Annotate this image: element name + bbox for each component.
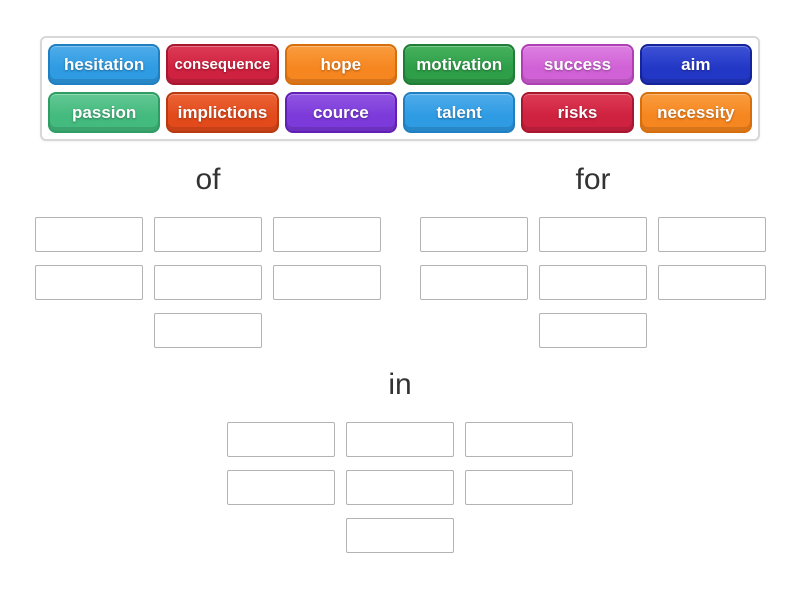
group-for-slots — [420, 217, 766, 348]
word-tile-label: consequence — [174, 56, 271, 73]
group-label-for: for — [575, 163, 611, 196]
slot-row — [35, 217, 381, 252]
drop-slot-in[interactable] — [465, 422, 573, 457]
word-tile-label: motivation — [416, 54, 503, 74]
slot-row — [154, 313, 262, 348]
drop-slot-for[interactable] — [658, 217, 766, 252]
group-in: in — [227, 365, 573, 553]
drop-slot-of[interactable] — [35, 265, 143, 300]
slot-row — [35, 265, 381, 300]
group-label-of: of — [195, 163, 221, 196]
drop-slot-in[interactable] — [227, 470, 335, 505]
group-for: for — [420, 160, 766, 348]
word-tile-talent[interactable]: talent — [403, 92, 516, 133]
word-tile-label: cource — [312, 102, 369, 122]
drop-slot-for[interactable] — [539, 265, 647, 300]
word-tile-label: implictions — [177, 102, 268, 122]
drop-slot-for[interactable] — [420, 217, 528, 252]
drop-slot-of[interactable] — [154, 265, 262, 300]
drop-slot-of[interactable] — [154, 313, 262, 348]
group-in-slots — [227, 422, 573, 553]
word-tile-motivation[interactable]: motivation — [403, 44, 516, 85]
word-tile-label: hope — [320, 54, 362, 74]
slot-row — [539, 313, 647, 348]
slot-row — [420, 265, 766, 300]
drop-slot-in[interactable] — [346, 518, 454, 553]
word-tile-label: aim — [681, 54, 711, 74]
word-tile-tray: hesitation consequence hope motivation succe… — [40, 36, 760, 141]
word-tile-cource[interactable]: cource — [284, 92, 397, 133]
drop-slot-in[interactable] — [465, 470, 573, 505]
slot-row — [420, 217, 766, 252]
word-tile-necessity[interactable]: necessity — [639, 92, 752, 133]
word-tile-label: talent — [436, 102, 482, 122]
group-of: of — [35, 160, 381, 348]
word-tile-risks[interactable]: risks — [521, 92, 634, 133]
word-tile-aim[interactable]: aim — [639, 44, 752, 85]
drop-slot-for[interactable] — [420, 265, 528, 300]
drop-slot-of[interactable] — [35, 217, 143, 252]
drop-slot-for[interactable] — [539, 313, 647, 348]
slot-row — [227, 422, 573, 457]
drop-slot-of[interactable] — [154, 217, 262, 252]
word-tile-success[interactable]: success — [521, 44, 634, 85]
word-tile-hesitation[interactable]: hesitation — [48, 44, 161, 85]
word-tile-label: success — [543, 54, 612, 74]
group-label-in: in — [388, 368, 412, 401]
drop-slot-of[interactable] — [273, 265, 381, 300]
drop-slot-of[interactable] — [273, 217, 381, 252]
drop-slot-in[interactable] — [227, 422, 335, 457]
group-of-slots — [35, 217, 381, 348]
word-tile-implictions[interactable]: implictions — [166, 92, 279, 133]
word-tile-hope[interactable]: hope — [284, 44, 397, 85]
slot-row — [346, 518, 454, 553]
word-tile-passion[interactable]: passion — [48, 92, 161, 133]
word-tile-label: hesitation — [64, 54, 145, 74]
word-tile-grid: hesitation consequence hope motivation succe… — [42, 38, 758, 139]
drop-slot-in[interactable] — [346, 422, 454, 457]
drop-slot-in[interactable] — [346, 470, 454, 505]
slot-row — [227, 470, 573, 505]
word-tile-consequence[interactable]: consequence — [166, 44, 279, 85]
word-tile-label: risks — [557, 102, 598, 122]
word-tile-label: necessity — [657, 102, 735, 122]
drop-slot-for[interactable] — [539, 217, 647, 252]
word-tile-label: passion — [72, 102, 137, 122]
drop-slot-for[interactable] — [658, 265, 766, 300]
